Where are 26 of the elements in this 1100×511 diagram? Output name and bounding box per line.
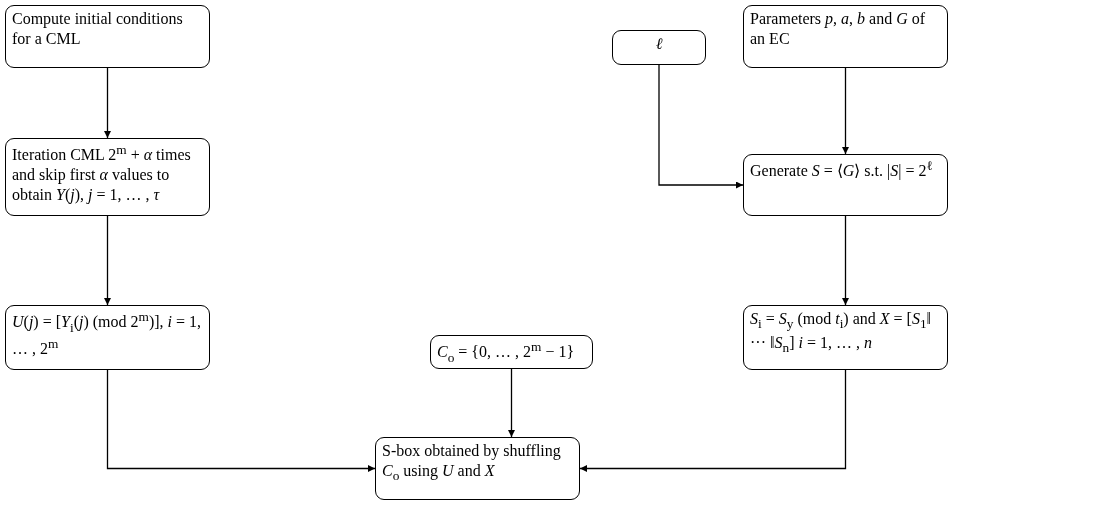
- process-box: [612, 30, 706, 65]
- arrow: [104, 67, 111, 139]
- process-box: [5, 5, 210, 68]
- process-box: [5, 305, 210, 370]
- box-text: S$_{i}$ = S$_{y}$ (mod t$_{i}$) and X = [S$_{1}$‖ ··· ‖S$_{n}$] i = 1, … , n: [750, 309, 933, 357]
- process-box: [743, 5, 948, 68]
- process-box: [5, 138, 210, 216]
- box-text: ℓ: [654, 34, 664, 54]
- process-box: [375, 437, 580, 500]
- box-text: U(j) = [Y$_{i}$(j) (mod 2$^{m}$)], i = 1, … , 2$^{m}$: [12, 309, 203, 360]
- arrow: [508, 368, 515, 438]
- box-text: Generate S = ⟨G⟩ s.t. |S| = 2$^{ℓ}$: [750, 158, 934, 182]
- arrow: [842, 67, 849, 155]
- process-box: [743, 154, 948, 216]
- arrow: [658, 64, 744, 189]
- box-text: C$_{o}$ = {0, … , 2$^{m}$ − 1}: [437, 339, 576, 367]
- arrow: [106, 369, 376, 472]
- box-text: S-box obtained by shuffling C$_{o}$ using U and X: [382, 441, 562, 485]
- arrow: [579, 369, 847, 472]
- arrow: [104, 215, 111, 306]
- box-text: Iteration CML 2$^{m}$ + α times and skip first α values to obtain Y(j), j = 1, … , τ: [12, 142, 192, 206]
- box-text: Parameters p, a, b and G of an EC: [750, 9, 927, 49]
- box-text: Compute initial conditions for a CML: [12, 9, 184, 49]
- process-box: [743, 305, 948, 370]
- arrow: [842, 215, 849, 306]
- process-box: [430, 335, 593, 369]
